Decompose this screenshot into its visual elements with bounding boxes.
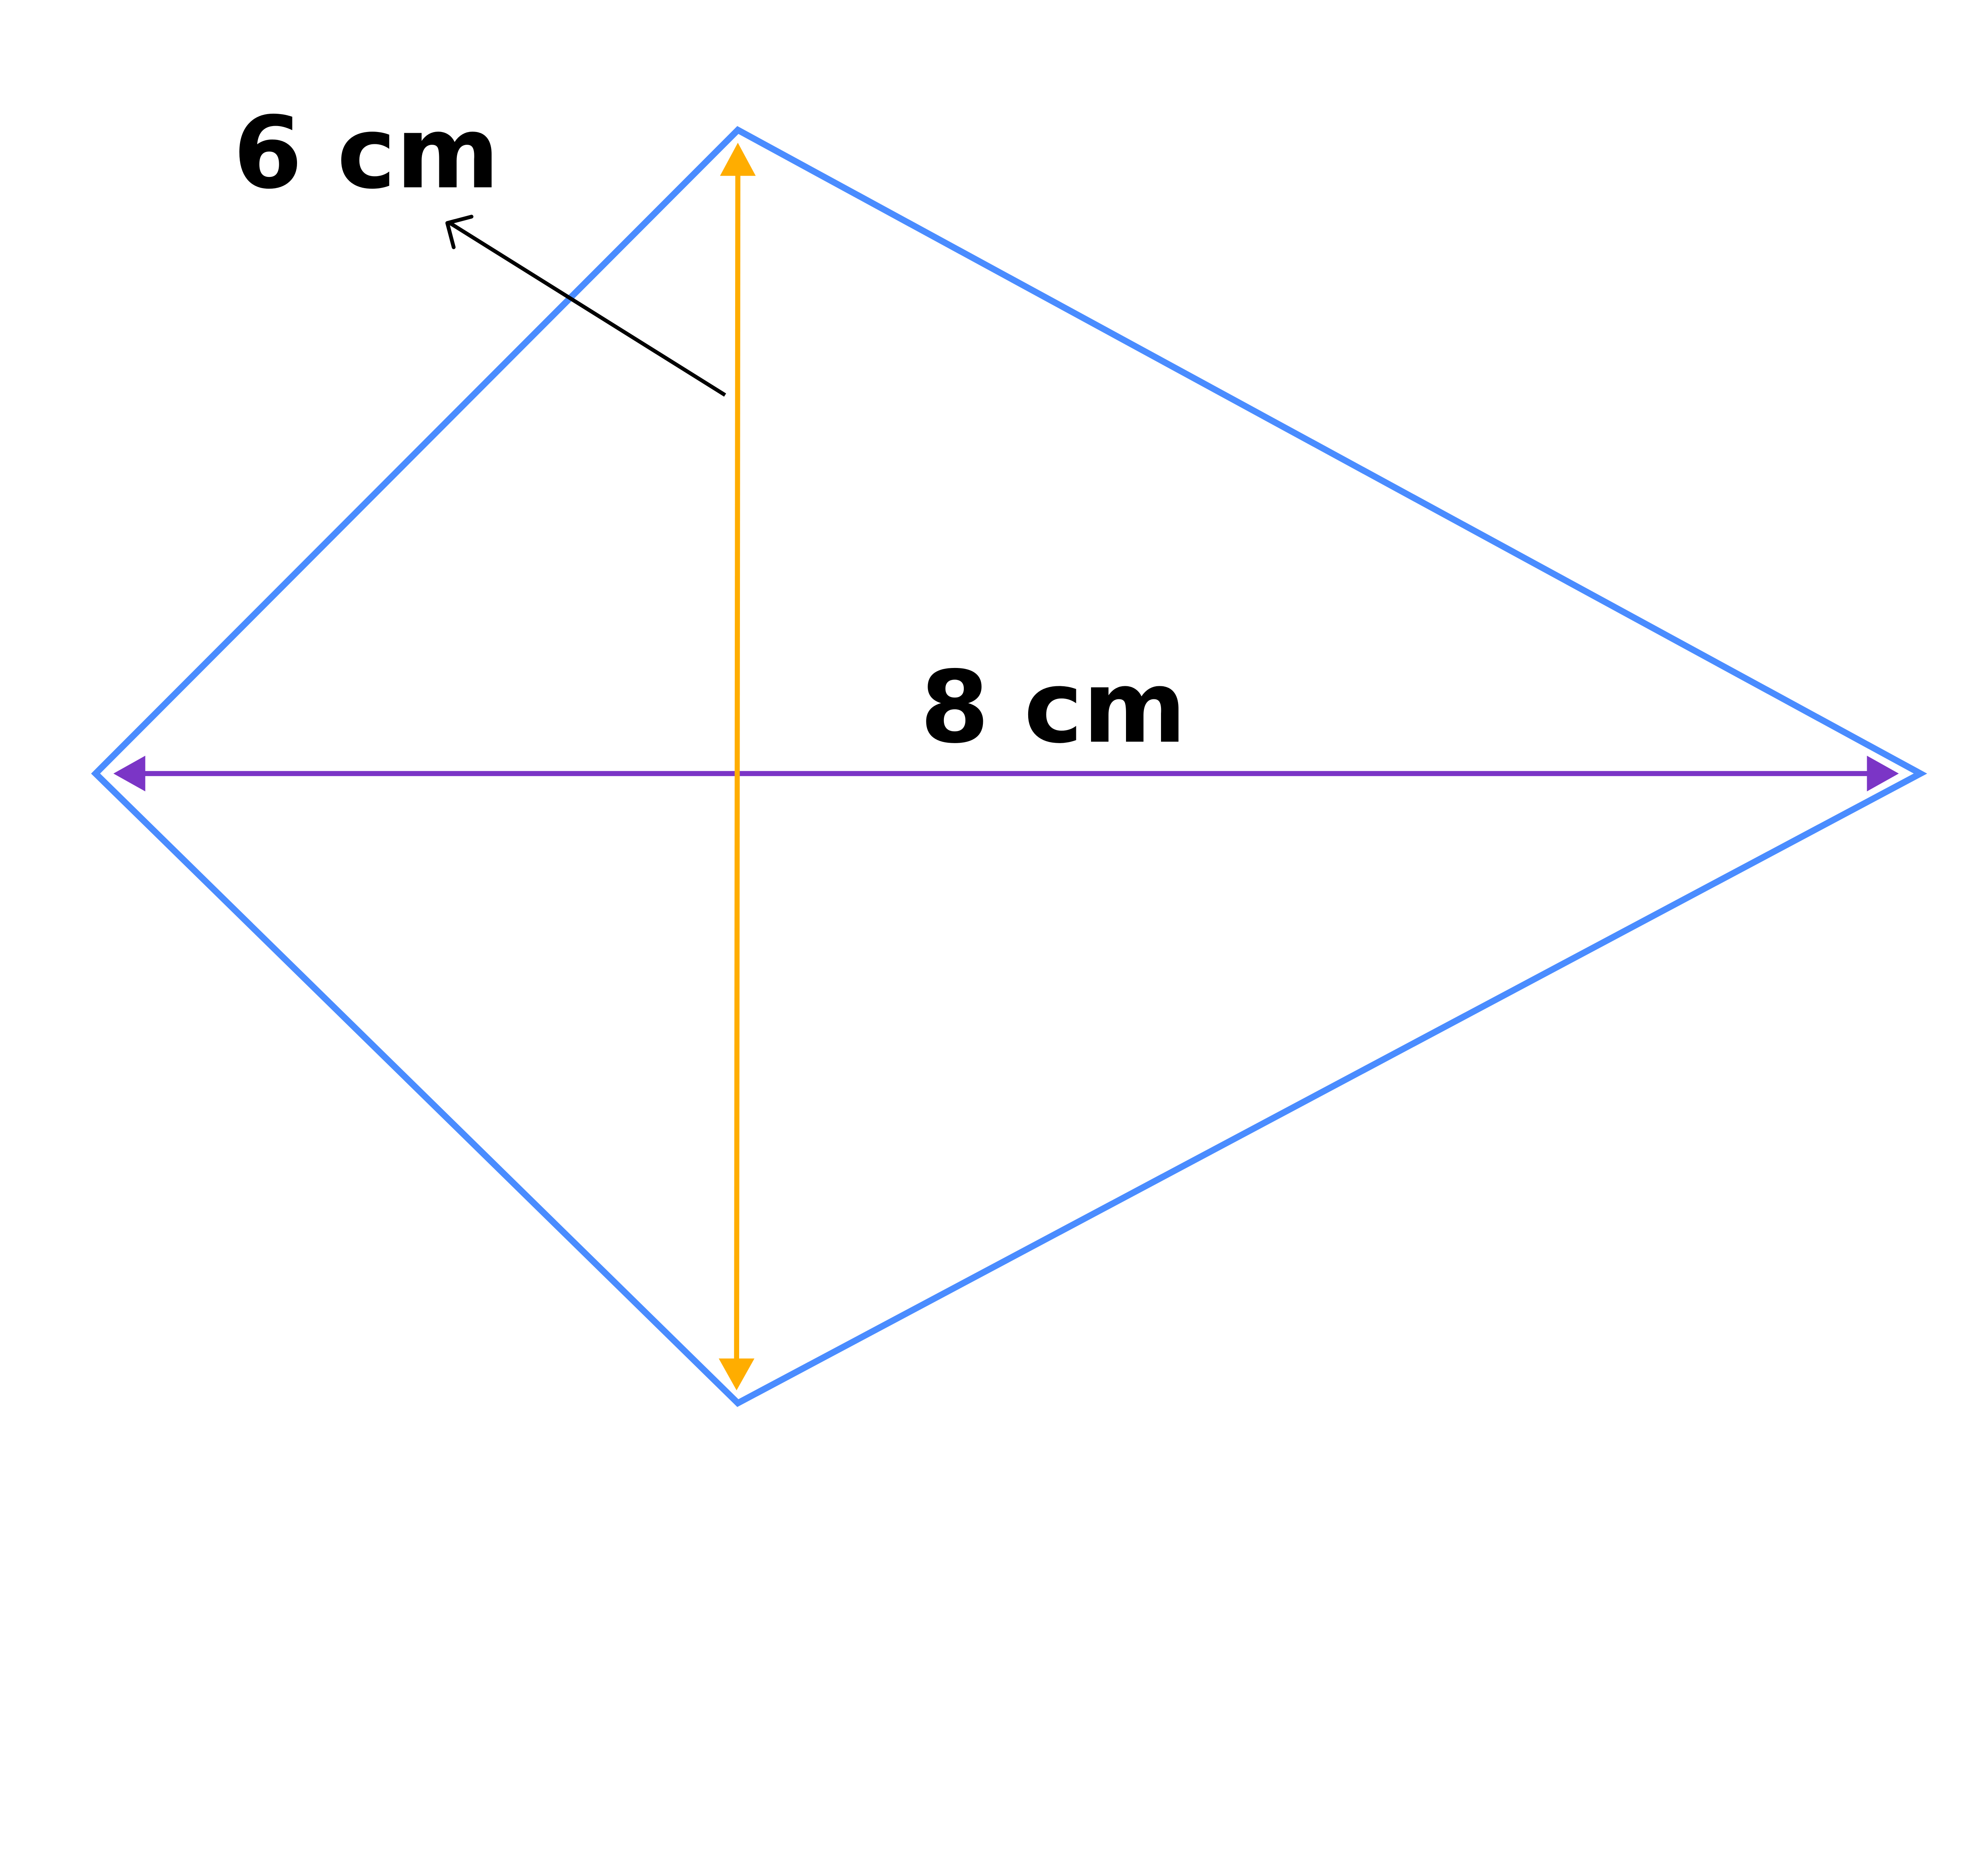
kite-outline <box>91 126 1928 1407</box>
kite-diagram: 6 cm 8 cm <box>91 95 1928 1407</box>
vertical-diagonal-arrow <box>718 142 756 1390</box>
arrowhead-right <box>1867 755 1899 792</box>
horizontal-diagonal-label: 8 cm <box>920 649 1186 765</box>
pointer-arrow <box>445 215 726 397</box>
arrowhead-bottom <box>718 1358 755 1390</box>
arrowhead-left <box>113 755 146 792</box>
vertical-diagonal-label: 6 cm <box>233 95 500 211</box>
horizontal-diagonal-arrow <box>113 755 1899 792</box>
arrowhead-top <box>720 142 756 176</box>
